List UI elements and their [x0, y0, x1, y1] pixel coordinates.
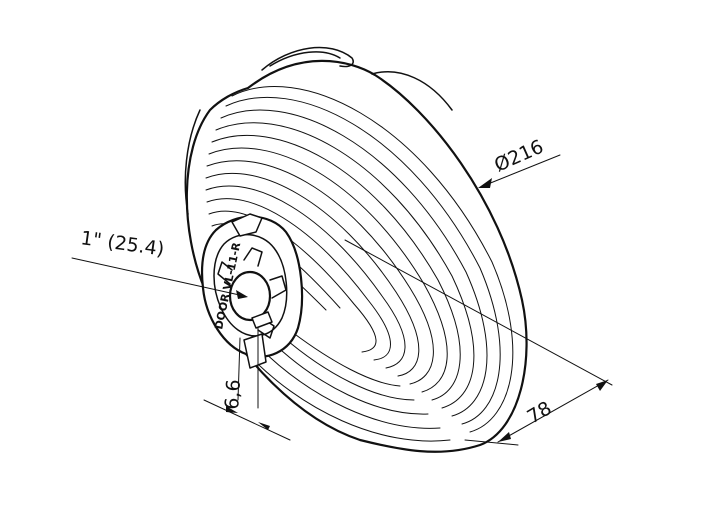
set-screw-dimension: 6,6 [203, 327, 291, 441]
hub-lobe-left [217, 261, 233, 285]
depth-label: 78 [524, 397, 556, 428]
drum-top-flange [261, 46, 354, 71]
bore-hole [228, 270, 272, 322]
set-screw-arrow-right [258, 422, 270, 430]
drum-left-edge [184, 109, 201, 215]
diameter-dimension: Ø216 [478, 136, 561, 188]
diameter-arrow [478, 178, 492, 188]
set-screw-arrow-left [226, 406, 238, 413]
drum-top-flange-inner [269, 51, 341, 67]
set-screw [251, 311, 273, 329]
bore-arrow [236, 290, 248, 299]
hub-key-block [243, 333, 267, 369]
hub-top-clip [231, 213, 263, 237]
drum-hub [200, 213, 304, 369]
diameter-label: Ø216 [491, 136, 547, 177]
depth-arrow-right [596, 380, 608, 391]
cable-grooves [205, 86, 514, 442]
hub-lobe-top [243, 247, 263, 267]
bore-label: 1" (25.4) [79, 227, 165, 260]
drum-right-lip [371, 71, 453, 111]
set-screw-label: 6,6 [221, 379, 245, 411]
hub-lobe-right [269, 275, 287, 299]
depth-arrow-left [498, 432, 511, 442]
